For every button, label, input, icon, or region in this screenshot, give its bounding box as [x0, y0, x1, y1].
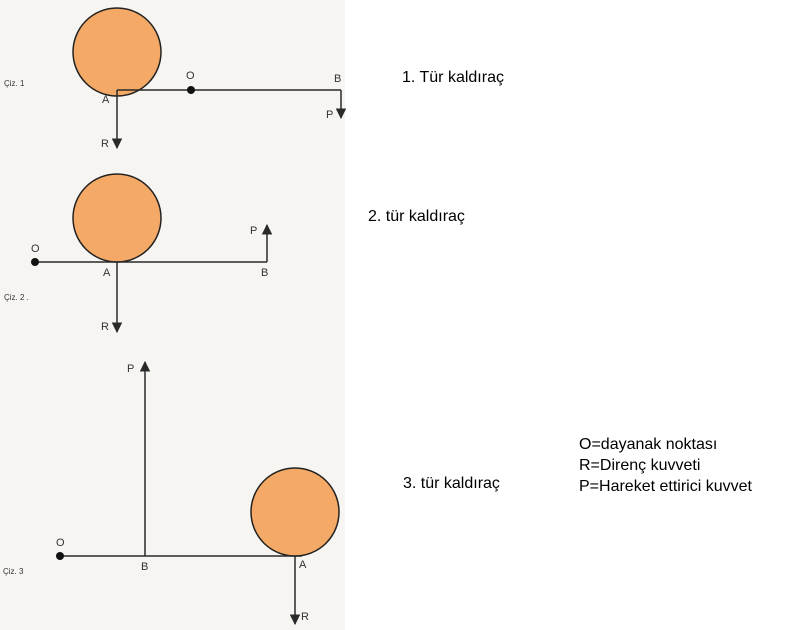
label-p: P [250, 225, 257, 237]
figure-3: Çiz. 3 O B A P R [3, 360, 340, 626]
label-a: A [102, 94, 110, 106]
label-p: P [127, 363, 134, 375]
legend-effort: P=Hareket ettirici kuvvet [579, 478, 752, 495]
fulcrum-point [56, 552, 64, 560]
legend-resistance: R=Direnç kuvveti [579, 457, 701, 474]
label-a: A [103, 267, 111, 279]
legend: O=dayanak noktası R=Direnç kuvveti P=Har… [579, 434, 752, 497]
figure-3-title: 3. tür kaldıraç [403, 475, 500, 492]
load-ball [72, 7, 162, 97]
label-r: R [301, 611, 309, 623]
figure-caption: Çiz. 1 [4, 79, 25, 88]
label-b: B [141, 561, 148, 573]
legend-fulcrum: O=dayanak noktası [579, 436, 718, 453]
label-o: O [56, 537, 65, 549]
fulcrum-point [31, 258, 39, 266]
load-ball [72, 173, 162, 263]
label-o: O [186, 70, 195, 82]
figure-1: Çiz. 1 O A B R P [4, 7, 347, 150]
label-r: R [101, 321, 109, 333]
figure-caption: Çiz. 2 . [4, 293, 29, 302]
label-b: B [261, 267, 268, 279]
label-o: O [31, 243, 40, 255]
label-a: A [299, 559, 307, 571]
label-r: R [101, 138, 109, 150]
figure-2: Çiz. 2 . O A B R P [4, 173, 273, 334]
figure-caption: Çiz. 3 [3, 567, 24, 576]
load-ball [250, 467, 340, 557]
label-b: B [334, 73, 341, 85]
fulcrum-point [187, 86, 195, 94]
figure-1-title: 1. Tür kaldıraç [402, 69, 504, 86]
label-p: P [326, 109, 333, 121]
figure-2-title: 2. tür kaldıraç [368, 208, 465, 225]
